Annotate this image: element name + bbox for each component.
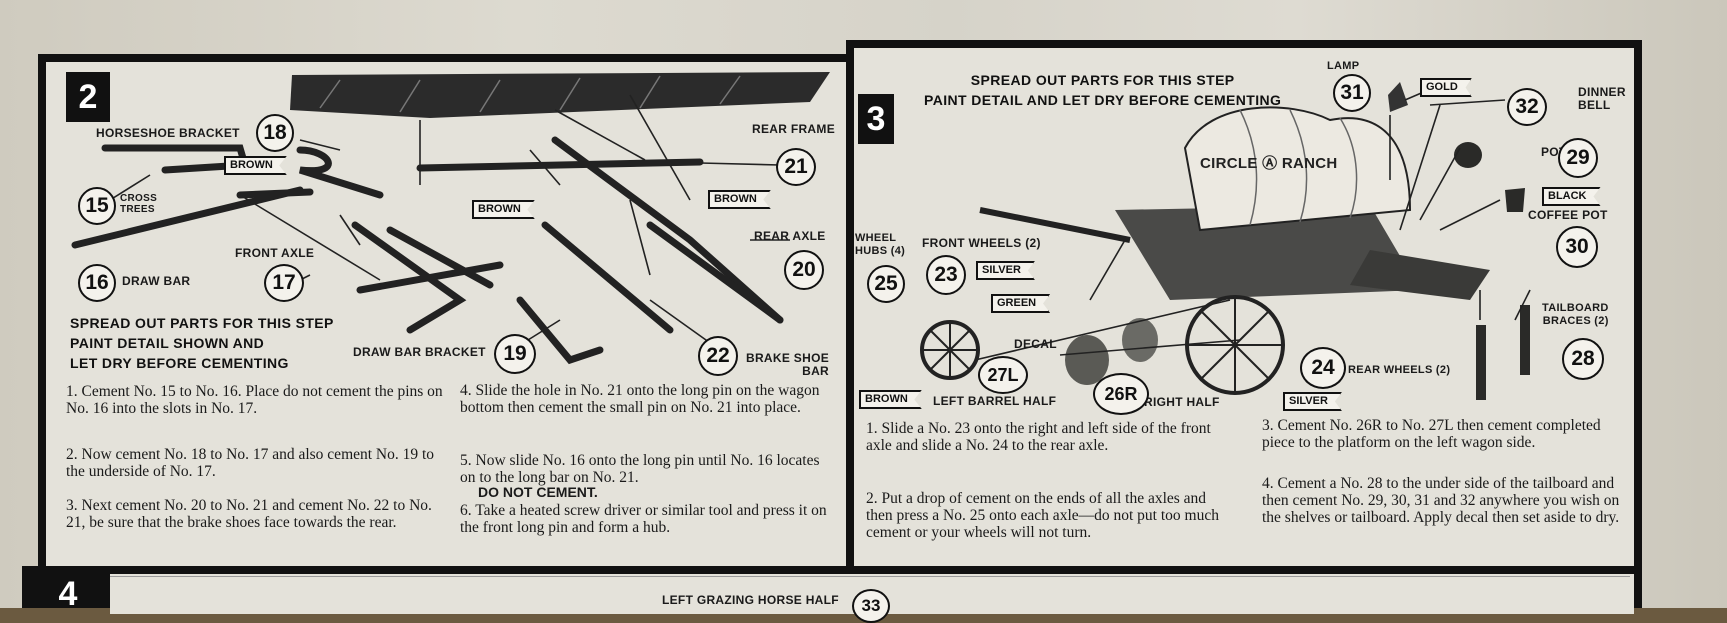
step3-heading: SPREAD OUT PARTS FOR THIS STEP PAINT DET… xyxy=(924,72,1282,108)
wagon-cover-text: CIRCLE Ⓐ RANCH xyxy=(1200,155,1338,172)
callout-29: 29 xyxy=(1558,138,1598,178)
step4-divider xyxy=(110,576,1630,577)
label-horseshoe-bracket: HORSESHOE BRACKET xyxy=(96,126,240,140)
label-brake-shoe-bar: BRAKE SHOE BAR xyxy=(746,351,830,378)
wagon-bottom-illustration xyxy=(290,72,830,118)
callout-32: 32 xyxy=(1507,88,1547,126)
tag-green: GREEN xyxy=(991,294,1051,313)
step2-do-not-cement: DO NOT CEMENT. xyxy=(478,484,598,501)
callout-17: 17 xyxy=(264,264,304,302)
label-cross-trees: CROSS TREES xyxy=(120,193,158,215)
callout-27: 27L xyxy=(978,356,1028,394)
tag-silver-1: SILVER xyxy=(976,261,1035,280)
label-rear-frame: REAR FRAME xyxy=(752,122,835,136)
step4-number: 4 xyxy=(46,574,90,613)
step3-instruction-3: 3. Cement No. 26R to No. 27L then cement… xyxy=(1262,417,1601,451)
callout-33: 33 xyxy=(852,589,890,623)
step2-instruction-4: 4. Slide the hole in No. 21 onto the lon… xyxy=(460,382,820,416)
callout-18: 18 xyxy=(256,114,294,152)
step2-parts-illustration xyxy=(71,136,784,365)
callout-25: 25 xyxy=(867,265,905,303)
step2-number: 2 xyxy=(66,72,110,122)
label-draw-bar-bracket: DRAW BAR BRACKET xyxy=(353,345,486,359)
step3-arrows xyxy=(974,84,1531,361)
callout-24: 24 xyxy=(1300,347,1346,389)
do-not-cement-text: DO NOT CEMENT. xyxy=(478,484,598,500)
label-rear-axle: REAR AXLE xyxy=(754,229,826,243)
step3-number: 3 xyxy=(858,94,894,144)
label-coffee-pot: COFFEE POT xyxy=(1528,208,1608,222)
tag-brown-1: BROWN xyxy=(224,156,287,175)
callout-20: 20 xyxy=(784,250,824,290)
tag-brown-2: BROWN xyxy=(472,200,535,219)
callout-30: 30 xyxy=(1556,226,1598,268)
callout-22: 22 xyxy=(698,336,738,376)
label-tailboard-braces: TAILBOARD BRACES (2) xyxy=(1542,302,1609,327)
step3-instruction-2: 2. Put a drop of cement on the ends of a… xyxy=(866,490,1219,541)
label-left-grazing-horse-half: LEFT GRAZING HORSE HALF xyxy=(662,593,839,607)
label-left-barrel-half: LEFT BARREL HALF xyxy=(933,394,1057,408)
tag-gold: GOLD xyxy=(1420,78,1472,97)
tag-brown-3: BROWN xyxy=(708,190,771,209)
step3-instruction-4: 4. Cement a No. 28 to the under side of … xyxy=(1262,475,1620,526)
callout-23: 23 xyxy=(926,255,966,295)
callout-31: 31 xyxy=(1333,74,1371,112)
label-lamp: LAMP xyxy=(1327,60,1360,72)
label-dinner-bell: DINNER BELL xyxy=(1578,85,1626,112)
tag-brown: BROWN xyxy=(859,390,922,409)
callout-15: 15 xyxy=(78,187,116,225)
callout-21: 21 xyxy=(776,148,816,186)
label-decal: DECAL xyxy=(1014,337,1057,351)
callout-19: 19 xyxy=(494,334,536,374)
step3-instruction-1: 1. Slide a No. 23 onto the right and lef… xyxy=(866,420,1211,454)
step2-instruction-3: 3. Next cement No. 20 to No. 21 and ceme… xyxy=(66,497,432,531)
tag-black: BLACK xyxy=(1542,187,1601,206)
callout-26: 26R xyxy=(1093,373,1149,415)
callout-28: 28 xyxy=(1562,338,1604,380)
tag-silver-2: SILVER xyxy=(1283,392,1342,411)
label-draw-bar: DRAW BAR xyxy=(122,274,191,288)
label-wheel-hubs: WHEEL HUBS (4) xyxy=(855,232,906,257)
step3-wagon-illustration xyxy=(920,82,1530,400)
label-front-wheels: FRONT WHEELS (2) xyxy=(922,236,1041,250)
label-right-half: RIGHT HALF xyxy=(1144,395,1220,409)
label-rear-wheels: REAR WHEELS (2) xyxy=(1348,364,1451,376)
illustration-drawings xyxy=(71,72,1630,577)
step2-instruction-1: 1. Cement No. 15 to No. 16. Place do not… xyxy=(66,383,443,417)
step2-instruction-6: 6. Take a heated screw driver or similar… xyxy=(460,502,827,536)
step2-instruction-5: 5. Now slide No. 16 onto the long pin un… xyxy=(460,452,820,486)
label-front-axle: FRONT AXLE xyxy=(235,246,315,260)
callout-16: 16 xyxy=(78,264,116,302)
step2-instruction-2: 2. Now cement No. 18 to No. 17 and also … xyxy=(66,446,435,480)
step2-heading: SPREAD OUT PARTS FOR THIS STEP PAINT DET… xyxy=(70,315,334,371)
